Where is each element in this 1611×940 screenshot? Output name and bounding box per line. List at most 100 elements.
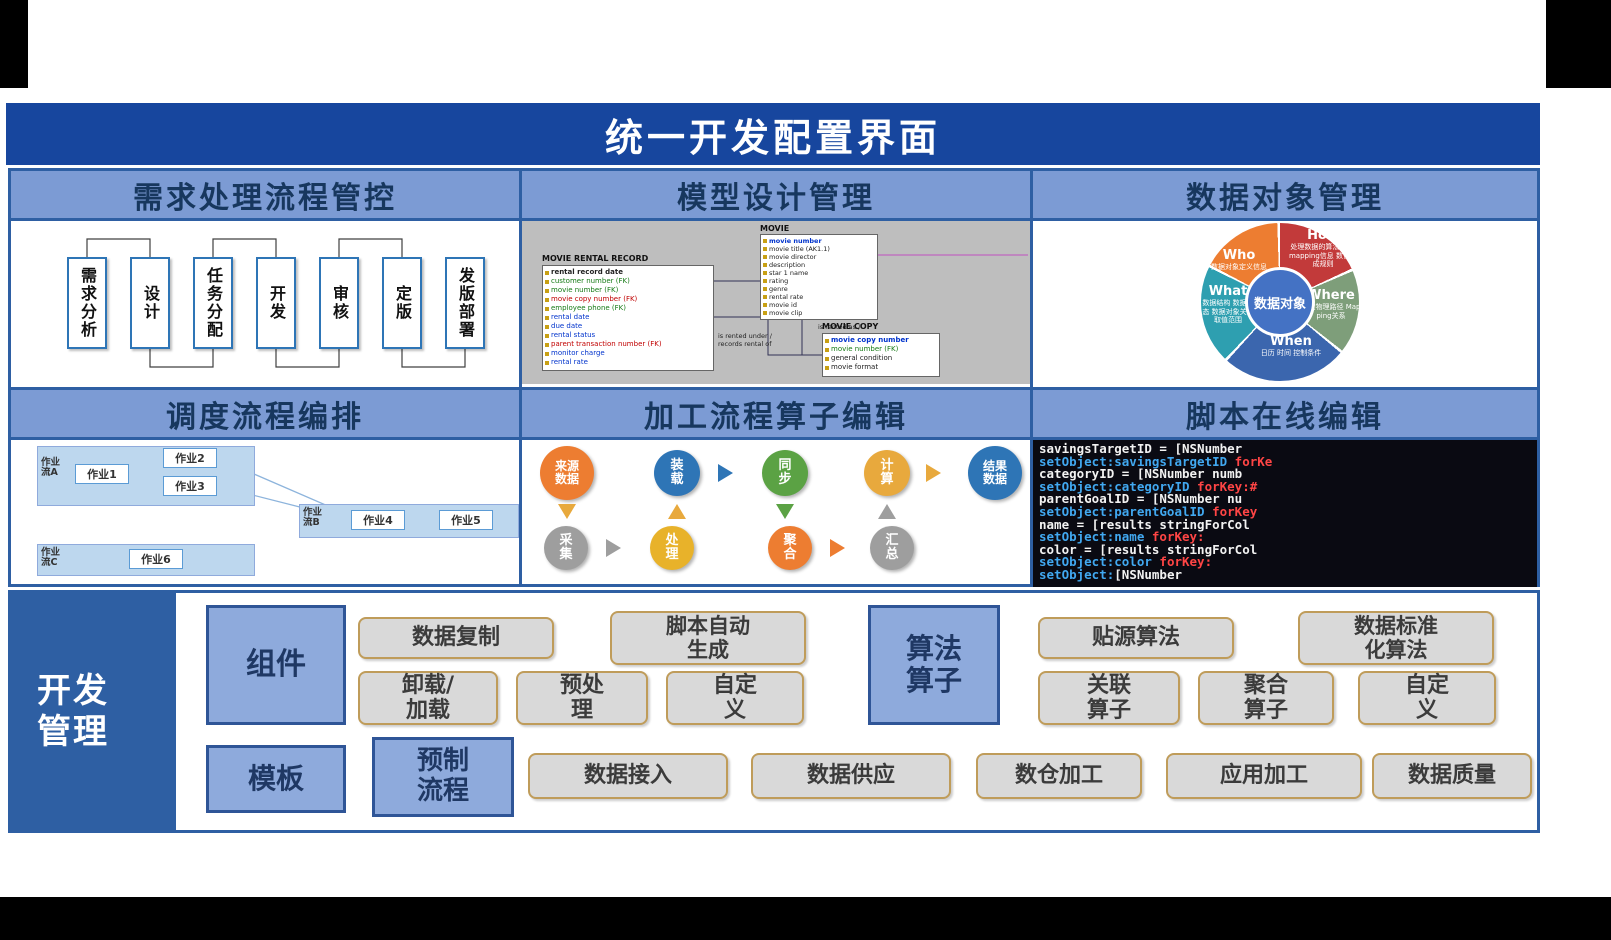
- job-1: 作业1: [75, 464, 129, 484]
- warehouse-processing-button[interactable]: 数仓加工: [976, 753, 1142, 799]
- data-standardization-button[interactable]: 数据标准化算法: [1298, 611, 1494, 665]
- pie-label-who: Who 数据对象定义信息: [1205, 248, 1273, 272]
- panel-processing-header: 加工流程算子编辑: [522, 390, 1030, 440]
- er-relation-label: records rental of: [718, 340, 772, 348]
- black-corner-right: [1546, 0, 1611, 88]
- prefab-flow-box: 预制流程: [372, 737, 514, 817]
- step-finalize: 定版: [382, 257, 422, 349]
- slice-desc: 日历 时间 控制条件: [1260, 349, 1322, 358]
- black-bottom-bar: [0, 897, 1611, 940]
- node-collect: 采集: [544, 526, 588, 570]
- panel-scheduling-title: 调度流程编排: [166, 399, 364, 435]
- code-line: savingsTargetID = [NSNumber: [1039, 441, 1243, 456]
- code-line: parentGoalID = [NSNumber nu: [1039, 491, 1243, 507]
- node-source-data: 来源数据: [540, 446, 594, 500]
- code-line: setObject:[NSNumber: [1039, 566, 1182, 582]
- panel-model-design-title: 模型设计管理: [677, 180, 875, 216]
- slice-desc: 数据对象定义信息: [1211, 263, 1267, 272]
- association-operator-button[interactable]: 关联算子: [1038, 671, 1180, 725]
- arrow-right-icon: [926, 464, 941, 482]
- er-field: employee phone (FK): [551, 304, 626, 312]
- er-field: description: [769, 261, 806, 269]
- step-design: 设计: [130, 257, 170, 349]
- code-line: setObject:name forKey:: [1039, 529, 1205, 545]
- pie-center-label: 数据对象: [1245, 267, 1315, 337]
- panel-processing: 加工流程算子编辑 来源数据 装载 同步 计算 结果数据 采集 处理 聚合 汇总: [519, 387, 1033, 587]
- er-table-name: MOVIE COPY: [822, 322, 879, 331]
- data-quality-button[interactable]: 数据质量: [1372, 753, 1532, 799]
- er-field: movie title (AK1.1): [769, 245, 830, 253]
- custom-component-button[interactable]: 自定义: [666, 671, 804, 725]
- arrow-up-icon: [878, 504, 896, 519]
- step-release-deploy: 发版部署: [445, 257, 485, 349]
- code-line: setObject:savingsTargetID forKe: [1039, 453, 1273, 469]
- slice-desc: 数据结构 数据形态 数据对象关系 取值范围: [1202, 299, 1254, 325]
- code-editor: savingsTargetID = [NSNumber setObject:sa…: [1033, 440, 1537, 587]
- er-field: movie copy number (FK): [551, 295, 638, 303]
- er-relation-label: is rented under /: [718, 332, 772, 340]
- step-task-assignment: 任务分配: [193, 257, 233, 349]
- custom-algorithm-button[interactable]: 自定义: [1358, 671, 1496, 725]
- node-sync: 同步: [762, 450, 808, 496]
- development-management-panel: 组件 数据复制 脚本自动生成 卸载/加载 预处理 自定义 算法算子 贴源算法: [173, 593, 1537, 830]
- er-field: star 1 name: [769, 269, 809, 277]
- arrow-right-icon: [606, 539, 621, 557]
- development-management-text: 开发管理: [37, 670, 109, 752]
- panel-data-object-body: Who 数据对象定义信息 How 处理数据的算法 字段mapping信息 数值生…: [1033, 221, 1537, 384]
- step-requirement-analysis: 需求分析: [67, 257, 107, 349]
- er-field: movie copy number: [831, 336, 909, 344]
- slice-desc: 存放物理路径 Mapping关系: [1301, 303, 1361, 320]
- pie-label-when: When 日历 时间 控制条件: [1259, 334, 1323, 358]
- preprocess-button[interactable]: 预处理: [516, 671, 648, 725]
- er-field: general condition: [831, 354, 893, 362]
- panel-model-design-header: 模型设计管理: [522, 171, 1030, 221]
- panel-requirements: 需求处理流程管控 需求分析 设计 任务分配 开发 审核 定版 发版部署: [8, 168, 522, 390]
- er-field: movie director: [769, 253, 817, 261]
- slice-name: When: [1270, 334, 1312, 349]
- development-management-label: 开发管理: [11, 593, 173, 830]
- data-access-button[interactable]: 数据接入: [528, 753, 728, 799]
- er-diagram: MOVIE RENTAL RECORD rental record date c…: [522, 221, 1030, 384]
- code-line: color = [results stringForCol: [1039, 541, 1258, 557]
- unload-load-button[interactable]: 卸载/加载: [358, 671, 498, 725]
- panel-script-editing-title: 脚本在线编辑: [1186, 399, 1384, 435]
- er-field: movie number (FK): [831, 345, 899, 353]
- component-category-box: 组件: [206, 605, 346, 725]
- er-relation-lines: [714, 254, 1028, 356]
- er-table-movie-rental-record: rental record date customer number (FK) …: [542, 265, 714, 371]
- panel-processing-title: 加工流程算子编辑: [644, 399, 908, 435]
- er-field: rental rate: [769, 293, 804, 301]
- node-result-data: 结果数据: [968, 446, 1022, 500]
- job-5: 作业5: [439, 510, 493, 530]
- panel-script-editing-header: 脚本在线编辑: [1033, 390, 1537, 440]
- er-table-name: MOVIE: [760, 224, 790, 233]
- code-line: name = [results stringForCol: [1039, 516, 1250, 532]
- pie-label-how: How 处理数据的算法 字段mapping信息 数值生成规则: [1287, 228, 1359, 268]
- job-6: 作业6: [129, 549, 183, 569]
- er-field: monitor charge: [551, 349, 605, 357]
- script-autogen-button[interactable]: 脚本自动生成: [610, 611, 806, 665]
- panel-scheduling-header: 调度流程编排: [11, 390, 519, 440]
- er-field: rental rate: [551, 358, 588, 366]
- panel-scheduling-body: 作业流A 作业流B 作业流C 作业1 作业2 作业3 作业4 作业5 作业6: [11, 440, 519, 581]
- er-field: movie number (FK): [551, 286, 619, 294]
- source-algorithm-button[interactable]: 贴源算法: [1038, 617, 1234, 659]
- code-line: categoryID = [NSNumber numb: [1039, 466, 1243, 482]
- er-field: movie format: [831, 363, 879, 371]
- panel-data-object: 数据对象管理 Who 数据对象定义信息 How 处理数据的算法 字段mappin…: [1030, 168, 1540, 390]
- job-2: 作业2: [163, 448, 217, 468]
- panel-processing-body: 来源数据 装载 同步 计算 结果数据 采集 处理 聚合 汇总: [522, 440, 1030, 581]
- data-copy-button[interactable]: 数据复制: [358, 617, 554, 659]
- er-field: rental status: [551, 331, 596, 339]
- application-processing-button[interactable]: 应用加工: [1166, 753, 1362, 799]
- node-summarize: 汇总: [870, 526, 914, 570]
- job-4: 作业4: [351, 510, 405, 530]
- arrow-down-icon: [558, 504, 576, 519]
- data-supply-button[interactable]: 数据供应: [751, 753, 951, 799]
- er-table-movie-copy: movie copy number movie number (FK) gene…: [822, 333, 940, 377]
- step-connector-lines: [86, 238, 466, 368]
- black-corner-left: [0, 0, 28, 88]
- aggregation-operator-button[interactable]: 聚合算子: [1198, 671, 1334, 725]
- panel-requirements-header: 需求处理流程管控: [11, 171, 519, 221]
